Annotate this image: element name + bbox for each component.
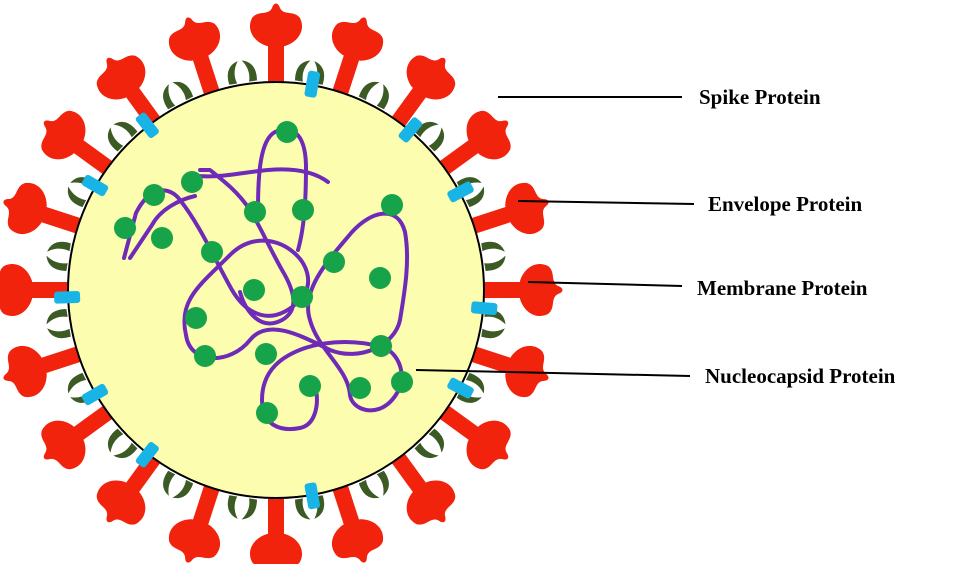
- membrane-protein-icon: [470, 301, 498, 316]
- membrane-protein-label: Membrane Protein: [697, 276, 868, 300]
- envelope-protein-icon: [414, 428, 445, 459]
- envelope-proteins: [46, 60, 506, 520]
- spike-protein-icon: [249, 3, 303, 86]
- envelope-protein-icon: [163, 81, 194, 110]
- spike-protein-icon: [249, 494, 303, 564]
- envelope-leader-line: [517, 200, 695, 205]
- envelope-protein-label: Envelope Protein: [708, 192, 863, 216]
- nucleocapsid-protein-icon: [244, 201, 266, 223]
- virion-envelope: [67, 81, 485, 499]
- envelope-protein-icon: [227, 60, 257, 85]
- spike-protein-icon: [467, 182, 549, 235]
- membrane-protein-icon: [81, 174, 109, 197]
- spike-proteins: [0, 3, 563, 564]
- spike-protein-icon: [331, 17, 384, 99]
- spike-protein-icon: [41, 110, 116, 177]
- envelope-protein-icon: [107, 121, 138, 152]
- membrane-protein-icon: [304, 482, 320, 510]
- membrane-protein-icon: [54, 290, 81, 304]
- envelope-protein-icon: [46, 309, 71, 339]
- spike-protein-icon: [168, 481, 221, 563]
- membrane-protein-icon: [398, 117, 423, 143]
- envelope-protein-icon: [46, 241, 71, 271]
- nucleocapsid-protein-icon: [114, 217, 136, 239]
- nucleocapsid-protein-icon: [181, 171, 203, 193]
- nucleocapsid-protein-icon: [391, 371, 413, 393]
- spike-protein-icon: [331, 481, 384, 563]
- spike-protein-icon: [389, 450, 456, 525]
- membrane-protein-icon: [135, 112, 159, 139]
- nucleocapsid-protein-icon: [143, 184, 165, 206]
- nucleocapsid-protein-icon: [349, 377, 371, 399]
- nucleocapsid-protein-icon: [291, 286, 313, 308]
- nucleocapsid-protein-icon: [185, 307, 207, 329]
- membrane-protein-icon: [447, 181, 474, 203]
- spike-protein-icon: [480, 263, 563, 317]
- nucleocapsid-protein-icon: [323, 251, 345, 273]
- nucleocapsid-protein-icon: [292, 199, 314, 221]
- nucleocapsid-protein-icon: [243, 279, 265, 301]
- nucleocapsid-protein-icon: [370, 335, 392, 357]
- nucleocapsid-protein-icon: [255, 343, 277, 365]
- nucleocapsid-protein-icon: [276, 121, 298, 143]
- spike-protein-icon: [96, 55, 163, 130]
- membrane-protein-icon: [447, 377, 474, 399]
- nucleocapsid-protein-icon: [151, 227, 173, 249]
- spike-protein-icon: [168, 17, 221, 99]
- spike-protein-icon: [3, 182, 85, 235]
- spike-protein-icon: [0, 263, 72, 317]
- nucleocapsid-protein-icon: [194, 345, 216, 367]
- envelope-protein-icon: [107, 428, 138, 459]
- rna-genome: [122, 127, 410, 431]
- nucleocapsid-protein-label: Nucleocapsid Protein: [705, 364, 896, 388]
- envelope-protein-icon: [481, 241, 506, 271]
- membrane-leader-line: [527, 281, 683, 287]
- spike-protein-icon: [3, 345, 85, 398]
- spike-protein-icon: [436, 403, 511, 470]
- nucleocapsid-protein-icon: [381, 194, 403, 216]
- envelope-protein-icon: [358, 81, 389, 110]
- membrane-proteins: [54, 70, 498, 510]
- spike-protein-icon: [436, 110, 511, 177]
- envelope-protein-icon: [227, 495, 257, 520]
- spike-protein-label: Spike Protein: [699, 85, 821, 109]
- nucleocapsid-protein-icon: [256, 402, 278, 424]
- nucleocapsid-leader-line: [415, 369, 691, 377]
- membrane-protein-icon: [304, 70, 320, 98]
- spike-protein-icon: [41, 403, 116, 470]
- spike-protein-icon: [96, 450, 163, 525]
- membrane-protein-icon: [81, 383, 109, 406]
- envelope-protein-icon: [358, 470, 389, 499]
- nucleocapsid-protein-icon: [201, 241, 223, 263]
- envelope-protein-icon: [163, 470, 194, 499]
- nucleocapsid-protein-icon: [369, 267, 391, 289]
- nucleocapsid-protein-icon: [299, 375, 321, 397]
- membrane-protein-icon: [135, 441, 159, 468]
- spike-protein-icon: [389, 55, 456, 130]
- nucleocapsid-proteins: [114, 121, 413, 424]
